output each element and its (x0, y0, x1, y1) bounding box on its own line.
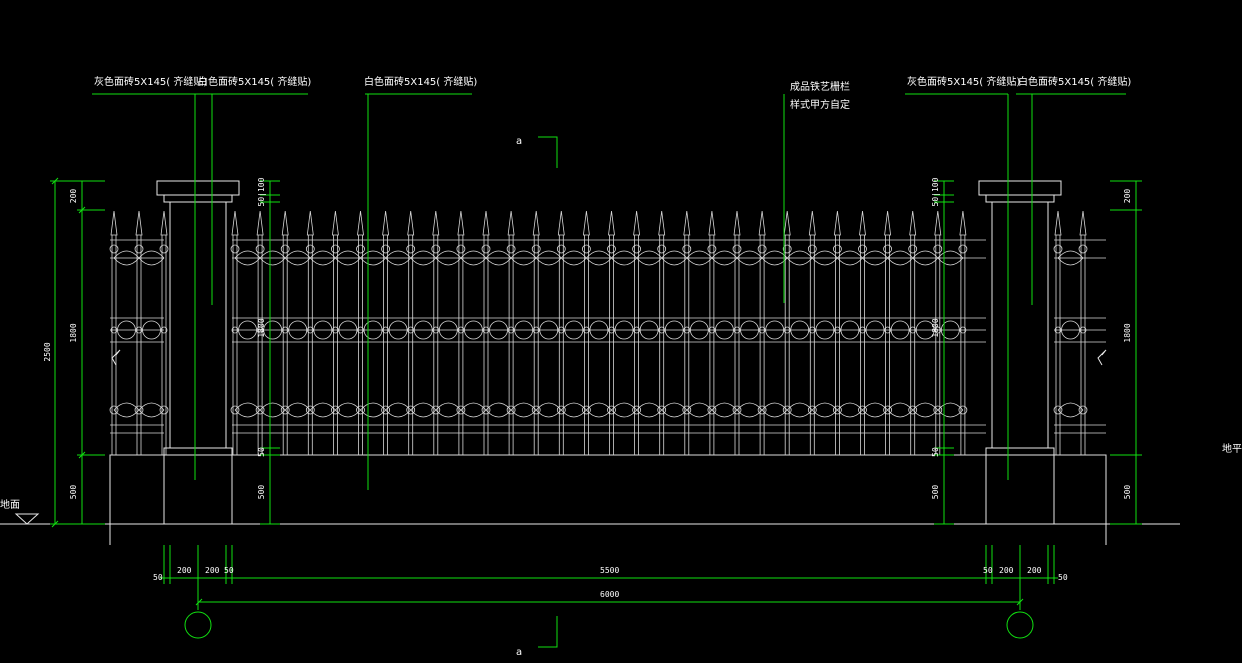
dimension-right (1110, 180, 1142, 525)
dim-total-height: 2500 (43, 342, 52, 361)
section-label-top: a (516, 136, 522, 147)
dimension-left (50, 177, 105, 528)
dim-bottom-200-a: 200 (177, 566, 192, 575)
pillar-base-left (163, 447, 233, 525)
label-left-wall-tile: 白色面砖5X145( 齐缝贴) (364, 75, 477, 88)
dim-inner-small-right: 50 (931, 447, 940, 457)
pillar-base-right (985, 447, 1055, 525)
ground-level-icon (14, 513, 40, 525)
dim-fence-left: 1800 (69, 323, 78, 342)
label-right-body-tile: 白色面砖5X145( 齐缝贴) (1018, 75, 1131, 88)
dimension-bottom (160, 545, 1058, 610)
dim-base-right: 500 (1123, 485, 1132, 500)
dim-base-left: 500 (69, 485, 78, 500)
dim-inner-fence-left: 1800 (257, 318, 266, 337)
dim-bottom-50-left: 50 (153, 573, 163, 582)
dimension-inner-right (934, 180, 954, 525)
dim-bottom-5500: 5500 (600, 566, 619, 575)
railing-right-section (1053, 210, 1106, 456)
dimension-inner-left (260, 180, 280, 525)
label-right-cap-tile: 灰色面砖5X145( 齐缝贴) (907, 75, 1020, 88)
dim-inner-base-right: 500 (931, 485, 940, 500)
leader-lines (92, 93, 1126, 490)
dim-bottom-200-b: 200 (205, 566, 220, 575)
dim-bottom-50-c: 50 (983, 566, 993, 575)
label-left-cap-tile: 灰色面砖5X145( 齐缝贴) (94, 75, 207, 88)
break-mark-left (111, 349, 121, 366)
ground-label-right: 地平 (1222, 442, 1242, 455)
dim-inner-small-left: 50 (257, 447, 266, 457)
dim-bottom-50-right: 50 (1058, 573, 1068, 582)
section-mark-bottom (538, 616, 558, 648)
pillar-right (978, 180, 1062, 449)
section-label-bottom: a (516, 647, 522, 658)
section-mark-top (538, 136, 558, 168)
dim-inner-top-left: 50|100 (257, 177, 266, 206)
label-railing-1: 成品铁艺栅栏 (790, 80, 850, 93)
dim-cap-left: 200 (69, 189, 78, 204)
axis-marker-right (1006, 611, 1034, 639)
label-railing-2: 样式甲方自定 (790, 98, 850, 111)
dim-bottom-50-b: 50 (224, 566, 234, 575)
railing-main-section (230, 210, 986, 456)
dim-inner-top-right: 50|100 (931, 177, 940, 206)
dim-bottom-6000: 6000 (600, 590, 619, 599)
pillar-left (156, 180, 240, 449)
label-left-body-tile: 白色面砖5X145( 齐缝贴) (198, 75, 311, 88)
dim-inner-base-left: 500 (257, 485, 266, 500)
dim-bottom-200-d: 200 (1027, 566, 1042, 575)
dim-inner-fence-right: 1800 (931, 318, 940, 337)
axis-marker-left (184, 611, 212, 639)
break-mark-right (1097, 349, 1107, 366)
dim-bottom-200-c: 200 (999, 566, 1014, 575)
dim-fence-right: 1800 (1123, 323, 1132, 342)
railing-left-section (109, 210, 169, 456)
dim-cap-right: 200 (1123, 189, 1132, 204)
ground-label-left: 地面 (0, 498, 20, 511)
